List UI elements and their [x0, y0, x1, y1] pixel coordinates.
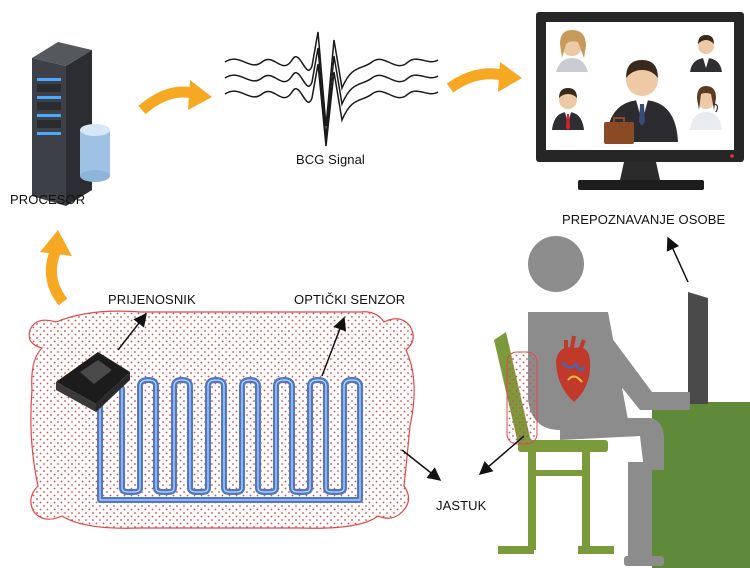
signal-label: BCG Signal	[296, 152, 365, 167]
transmitter-label: PRIJENOSNIK	[108, 292, 196, 307]
person-avatar-man-left	[552, 88, 584, 130]
database-icon	[80, 124, 110, 182]
bcg-waveform	[224, 31, 439, 147]
flow-arrow-processor-to-signal	[138, 80, 212, 115]
optical-sensor-label: OPTIČKI SENZOR	[294, 292, 406, 307]
arrow-transmitter	[117, 312, 147, 351]
recognition-label: PREPOZNAVANJE OSOBE	[562, 212, 726, 227]
arrow-recognition	[666, 236, 689, 283]
person-avatar-woman-right	[690, 86, 722, 130]
arrow-cushion-left	[401, 449, 442, 481]
flow-arrow-sensor-to-processor	[40, 230, 72, 306]
desk	[652, 402, 750, 568]
arrow-optical-sensor	[321, 316, 347, 377]
transmitter-device-icon	[56, 352, 130, 412]
server-icon	[32, 42, 92, 206]
heart-icon	[556, 335, 591, 402]
leader-arrows	[117, 236, 689, 481]
laptop-screen	[688, 292, 708, 404]
person-avatar-man-topright	[690, 35, 722, 72]
back-cushion	[506, 351, 538, 445]
optical-fiber-sensor	[97, 377, 363, 503]
person-avatar-woman	[556, 30, 588, 72]
processor-label: PROCESOR	[10, 192, 86, 207]
flow-arrow-signal-to-monitor	[446, 62, 522, 93]
cushion-label: JASTUK	[436, 498, 487, 513]
arrow-cushion-right	[478, 435, 525, 475]
person-avatar-man-center	[604, 60, 678, 144]
